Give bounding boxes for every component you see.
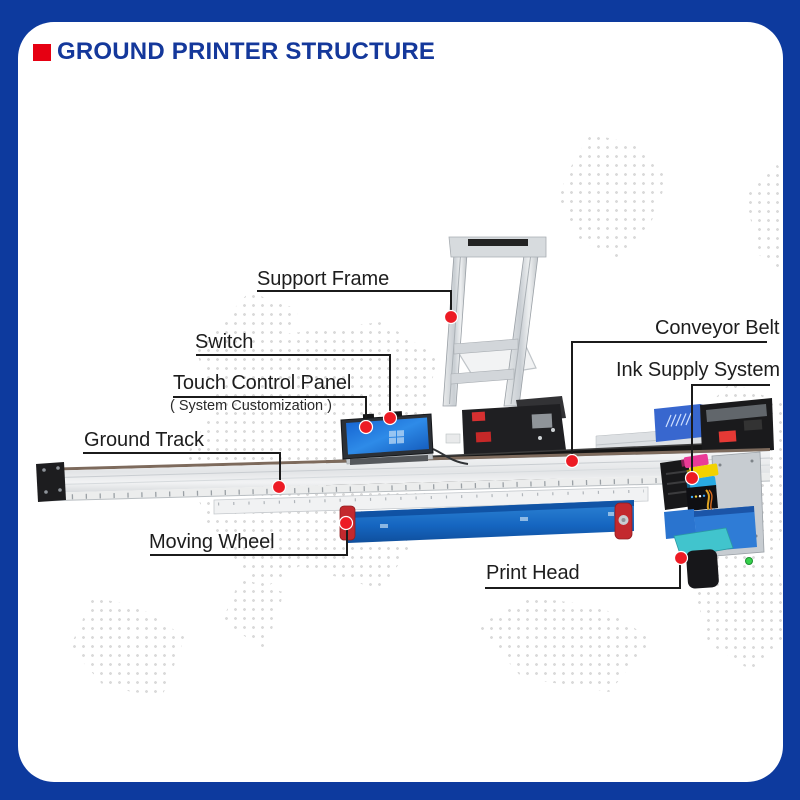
page-title: GROUND PRINTER STRUCTURE [57, 38, 436, 65]
map-dot-cluster [70, 597, 185, 697]
callout-label-support-frame: Support Frame [257, 268, 390, 290]
map-dot-cluster [222, 578, 284, 650]
callout-label-conveyor-belt: Conveyor Belt [655, 317, 780, 339]
map-dot-cluster [478, 597, 653, 692]
map-dot-cluster [746, 162, 783, 277]
content-card: GROUND PRINTER STRUCTURE [18, 22, 783, 782]
callout-label-ground-track: Ground Track [84, 429, 204, 451]
callout-label-print-head: Print Head [486, 562, 580, 584]
callout-label-moving-wheel: Moving Wheel [149, 531, 275, 553]
map-dot-cluster [686, 382, 783, 672]
callout-label-switch: Switch [195, 331, 254, 353]
callout-label-ink-supply-system: Ink Supply System [616, 359, 780, 381]
callout-sublabel-system-customization: ( System Customization ) [170, 398, 332, 414]
title-bullet-icon [33, 44, 51, 61]
map-dot-cluster [558, 134, 668, 259]
callout-label-touch-control-panel: Touch Control Panel [173, 372, 352, 394]
header: GROUND PRINTER STRUCTURE [33, 38, 435, 66]
